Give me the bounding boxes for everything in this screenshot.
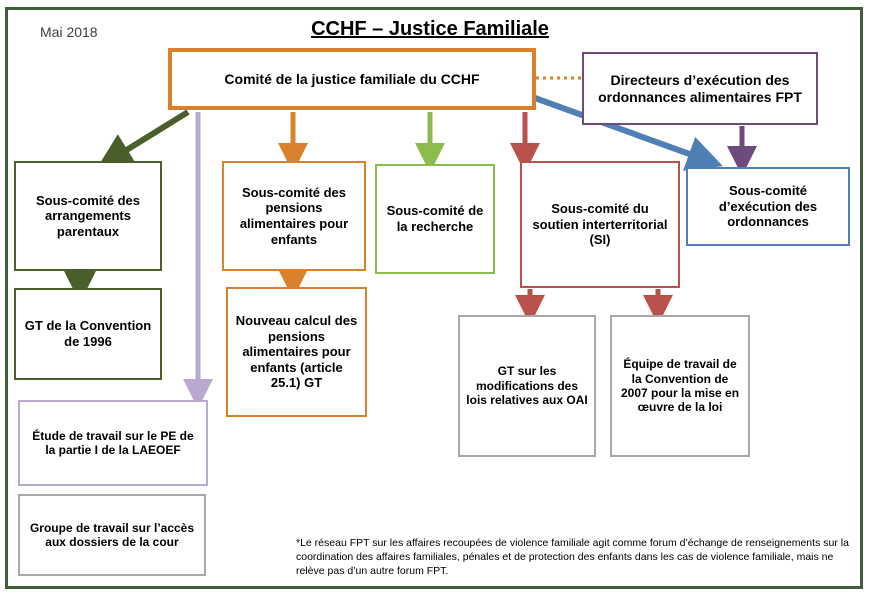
- node-sc-research-label: Sous-comité de la recherche: [386, 203, 484, 234]
- node-study-part1-label: Étude de travail sur le PE de la partie …: [32, 428, 194, 457]
- footnote: *Le réseau FPT sur les affaires recoupée…: [296, 537, 849, 578]
- node-wg-court-files-label: Groupe de travail sur l’accès aux dossie…: [29, 520, 195, 549]
- node-wg-isa-laws-label: GT sur les modifications des lois relati…: [466, 364, 588, 408]
- date-label: Mai 2018: [40, 24, 98, 40]
- node-sc-parenting-label: Sous-comité des arrangements parentaux: [35, 192, 141, 239]
- node-sc-interjurisdictional-label: Sous-comité du soutien interterritorial …: [532, 201, 668, 248]
- node-sc-child-support-label: Sous-comité des pensions alimentaires po…: [239, 184, 349, 247]
- node-sc-enforcement-label: Sous-comité d’exécution des ordonnances: [718, 183, 818, 230]
- node-wg-court-files: Groupe de travail sur l’accès aux dossie…: [18, 494, 206, 576]
- node-wg-convention-1996: GT de la Convention de 1996: [14, 288, 162, 380]
- node-sc-enforcement: Sous-comité d’exécution des ordonnances: [686, 167, 850, 246]
- node-sc-research: Sous-comité de la recherche: [375, 164, 495, 274]
- node-wg-convention-2007-label: Équipe de travail de la Convention de 20…: [620, 357, 740, 415]
- node-wg-recalculation-label: Nouveau calcul des pensions alimentaires…: [235, 313, 358, 391]
- node-wg-convention-2007: Équipe de travail de la Convention de 20…: [610, 315, 750, 457]
- arrow-root-to-enforcement: [533, 95, 723, 171]
- node-root: Comité de la justice familiale du CCHF: [168, 48, 536, 110]
- node-sc-child-support: Sous-comité des pensions alimentaires po…: [222, 161, 366, 271]
- node-sc-interjurisdictional: Sous-comité du soutien interterritorial …: [520, 161, 680, 288]
- node-fpt-directors: Directeurs d’exécution des ordonnances a…: [582, 52, 818, 125]
- page-title: CCHF – Justice Familiale: [311, 18, 549, 40]
- node-wg-recalculation: Nouveau calcul des pensions alimentaires…: [226, 287, 367, 417]
- arrow-root-to-parenting: [96, 109, 190, 169]
- node-sc-parenting: Sous-comité des arrangements parentaux: [14, 161, 162, 271]
- node-fpt-directors-label: Directeurs d’exécution des ordonnances a…: [598, 71, 802, 105]
- node-wg-convention-1996-label: GT de la Convention de 1996: [24, 318, 152, 349]
- node-wg-isa-laws: GT sur les modifications des lois relati…: [458, 315, 596, 457]
- node-study-part1: Étude de travail sur le PE de la partie …: [18, 400, 208, 486]
- node-root-label: Comité de la justice familiale du CCHF: [224, 70, 480, 87]
- outer-frame: [5, 7, 863, 589]
